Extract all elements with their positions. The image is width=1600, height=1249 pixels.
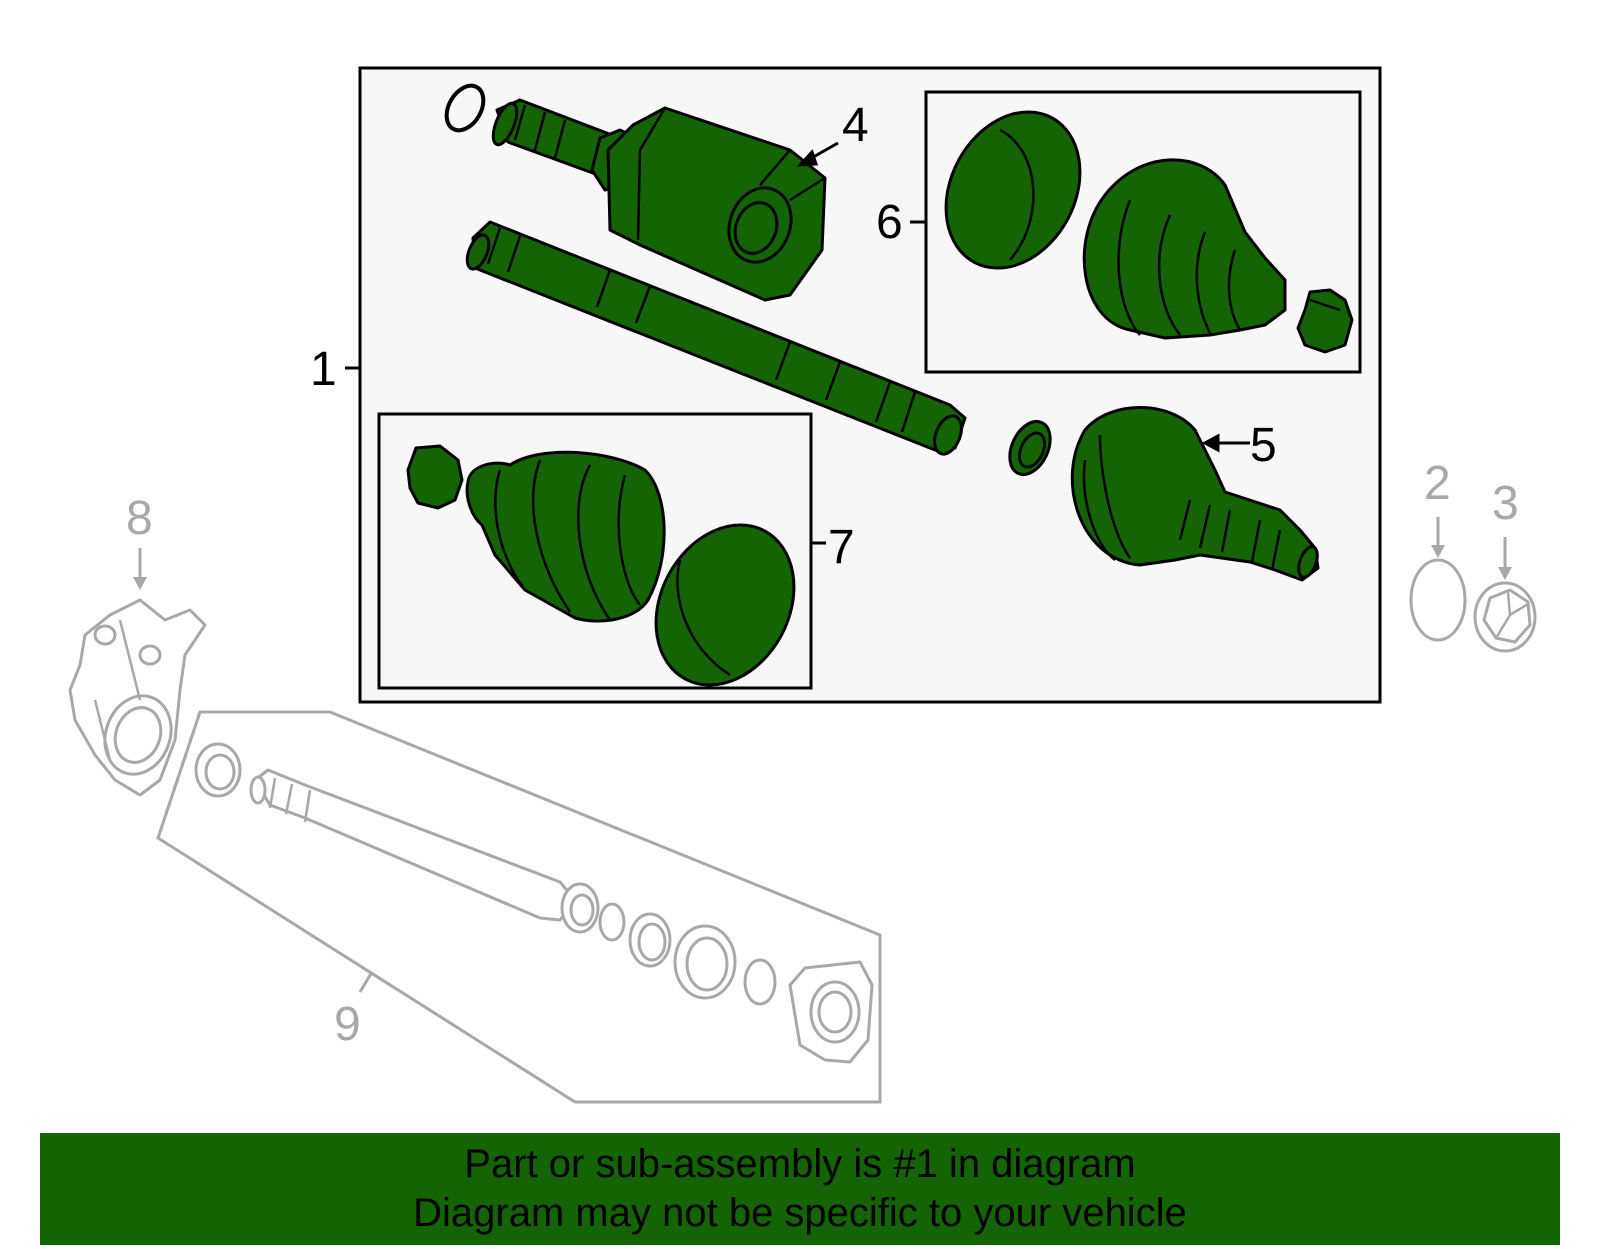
info-banner-bg [40, 1133, 1560, 1245]
o-ring-part[interactable] [439, 79, 491, 137]
outer-boot-kit-part-6[interactable] [920, 88, 1354, 354]
callout-6: 6 [876, 196, 903, 249]
callout-1: 1 [310, 343, 337, 396]
info-banner: Part or sub-assembly is #1 in diagram Di… [40, 1133, 1560, 1245]
nut-part-3[interactable] [1473, 537, 1537, 653]
axle-shaft[interactable] [463, 220, 967, 458]
callout-5: 5 [1250, 419, 1277, 472]
intermediate-shaft-part-9[interactable] [156, 710, 882, 1104]
callout-3: 3 [1492, 477, 1519, 530]
callout-2: 2 [1424, 457, 1451, 510]
knuckle-part-8[interactable] [68, 548, 207, 797]
callout-4: 4 [842, 99, 869, 152]
callout-7: 7 [828, 521, 855, 574]
inner-boot-kit-part-7[interactable] [406, 444, 821, 709]
callout-9: 9 [334, 998, 361, 1051]
banner-line-2: Diagram may not be specific to your vehi… [413, 1191, 1187, 1235]
leader-lines [345, 141, 1250, 545]
inner-cv-joint-part-4[interactable] [488, 98, 827, 302]
outer-cv-joint-part-5[interactable] [1002, 406, 1321, 582]
banner-line-1: Part or sub-assembly is #1 in diagram [464, 1142, 1136, 1186]
callout-8: 8 [126, 492, 153, 545]
ring-part-2[interactable] [1409, 517, 1467, 642]
